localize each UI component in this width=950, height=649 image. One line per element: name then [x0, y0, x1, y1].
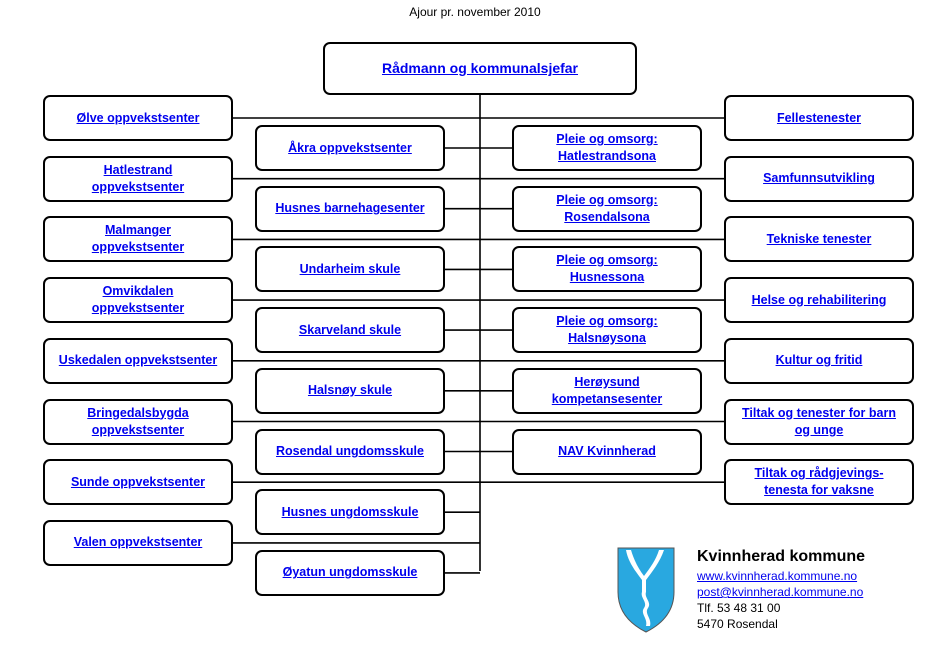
- phone-text: Tlf. 53 48 31 00: [697, 601, 781, 615]
- org-unit-box: Kultur og fritid: [724, 337, 914, 384]
- contact-block: Kvinnherad kommune www.kvinnherad.kommun…: [697, 547, 865, 632]
- org-unit-link[interactable]: Ølve oppvekstsenter: [76, 110, 200, 125]
- org-unit-link[interactable]: Omvikdalen oppvekstsenter: [91, 284, 185, 316]
- org-unit-box: Samfunnsutvikling: [724, 155, 914, 202]
- org-unit-link[interactable]: Valen oppvekstsenter: [73, 535, 203, 550]
- org-unit-box: Valen oppvekstsenter: [43, 519, 233, 566]
- org-unit-link[interactable]: Husnes barnehagesenter: [275, 201, 425, 216]
- org-unit-link[interactable]: Pleie og omsorg: Husnessona: [556, 253, 658, 285]
- org-unit-box: Husnes ungdomsskule: [255, 489, 445, 536]
- org-unit-box: Pleie og omsorg: Halsnøysona: [512, 307, 702, 354]
- org-unit-link[interactable]: Malmanger oppvekstsenter: [91, 223, 185, 255]
- org-unit-box: Åkra oppvekstsenter: [255, 125, 445, 171]
- org-unit-link[interactable]: Tekniske tenester: [766, 231, 872, 246]
- org-unit-link[interactable]: Fellestenester: [776, 110, 862, 125]
- org-unit-link[interactable]: Åkra oppvekstsenter: [288, 140, 412, 155]
- org-unit-box: Tiltak og tenester for barn og unge: [724, 398, 914, 445]
- org-unit-link[interactable]: Pleie og omsorg: Hatlestrandsona: [556, 132, 658, 163]
- org-unit-box: Fellestenester: [724, 95, 914, 141]
- org-unit-box: Tiltak og rådgjevings- tenesta for vaksn…: [724, 459, 914, 506]
- org-unit-link[interactable]: Helse og rehabilitering: [751, 292, 887, 307]
- org-unit-link[interactable]: Tiltak og tenester for barn og unge: [742, 405, 896, 437]
- org-unit-link[interactable]: Bringedalsbygda oppvekstsenter: [87, 405, 189, 437]
- org-unit-box: Øyatun ungdomsskule: [255, 549, 445, 596]
- org-name: Kvinnherad kommune: [697, 548, 866, 565]
- org-unit-box: Skarveland skule: [255, 307, 445, 354]
- org-unit-box: Husnes barnehagesenter: [255, 185, 445, 232]
- org-unit-box: Rådmann og kommunalsjefar: [323, 42, 637, 95]
- org-unit-link[interactable]: Halsnøy skule: [307, 383, 393, 398]
- org-unit-box: Malmanger oppvekstsenter: [43, 216, 233, 263]
- org-unit-link[interactable]: Pleie og omsorg: Halsnøysona: [556, 314, 658, 346]
- org-unit-box: Halsnøy skule: [255, 367, 445, 414]
- coat-of-arms-icon: [617, 547, 675, 633]
- org-unit-link[interactable]: Tiltak og rådgjevings- tenesta for vaksn…: [754, 466, 884, 498]
- org-unit-link[interactable]: Sunde oppvekstsenter: [70, 474, 206, 489]
- org-unit-box: Hatlestrand oppvekstsenter: [43, 155, 233, 202]
- org-unit-link[interactable]: Husnes ungdomsskule: [281, 504, 419, 519]
- org-unit-box: Helse og rehabilitering: [724, 277, 914, 324]
- org-unit-link[interactable]: Rosendal ungdomsskule: [276, 444, 424, 458]
- org-unit-box: Rosendal ungdomsskule: [255, 428, 445, 475]
- org-unit-box: Pleie og omsorg: Husnessona: [512, 246, 702, 293]
- org-unit-box: Sunde oppvekstsenter: [43, 459, 233, 506]
- org-unit-link[interactable]: Uskedalen oppvekstsenter: [58, 353, 218, 368]
- org-unit-link[interactable]: Herøysund kompetansesenter: [551, 374, 663, 406]
- org-unit-link[interactable]: Kultur og fritid: [775, 353, 863, 368]
- email-link[interactable]: post@kvinnherad.kommune.no: [697, 585, 864, 599]
- org-unit-box: Bringedalsbygda oppvekstsenter: [43, 398, 233, 445]
- org-unit-box: Pleie og omsorg: Rosendalsona: [512, 185, 702, 232]
- org-unit-box: Ølve oppvekstsenter: [43, 95, 233, 141]
- org-unit-link[interactable]: Pleie og omsorg: Rosendalsona: [556, 192, 658, 224]
- org-unit-link[interactable]: Øyatun ungdomsskule: [282, 565, 418, 580]
- diagram-subtitle: Ajour pr. november 2010: [409, 5, 541, 19]
- org-unit-link[interactable]: Samfunnsutvikling: [763, 171, 875, 186]
- org-unit-link[interactable]: NAV Kvinnherad: [558, 444, 656, 458]
- org-unit-box: NAV Kvinnherad: [512, 428, 702, 475]
- org-unit-box: Herøysund kompetansesenter: [512, 367, 702, 414]
- org-unit-link[interactable]: Rådmann og kommunalsjefar: [381, 60, 579, 76]
- address-text: 5470 Rosendal: [697, 617, 778, 631]
- org-unit-box: Undarheim skule: [255, 246, 445, 293]
- org-unit-box: Tekniske tenester: [724, 216, 914, 263]
- org-unit-link[interactable]: Undarheim skule: [299, 261, 401, 276]
- org-unit-box: Pleie og omsorg: Hatlestrandsona: [512, 125, 702, 171]
- website-link[interactable]: www.kvinnherad.kommune.no: [697, 569, 858, 583]
- org-unit-link[interactable]: Skarveland skule: [298, 322, 402, 337]
- org-unit-link[interactable]: Hatlestrand oppvekstsenter: [91, 162, 185, 194]
- org-unit-box: Omvikdalen oppvekstsenter: [43, 277, 233, 324]
- org-unit-box: Uskedalen oppvekstsenter: [43, 337, 233, 384]
